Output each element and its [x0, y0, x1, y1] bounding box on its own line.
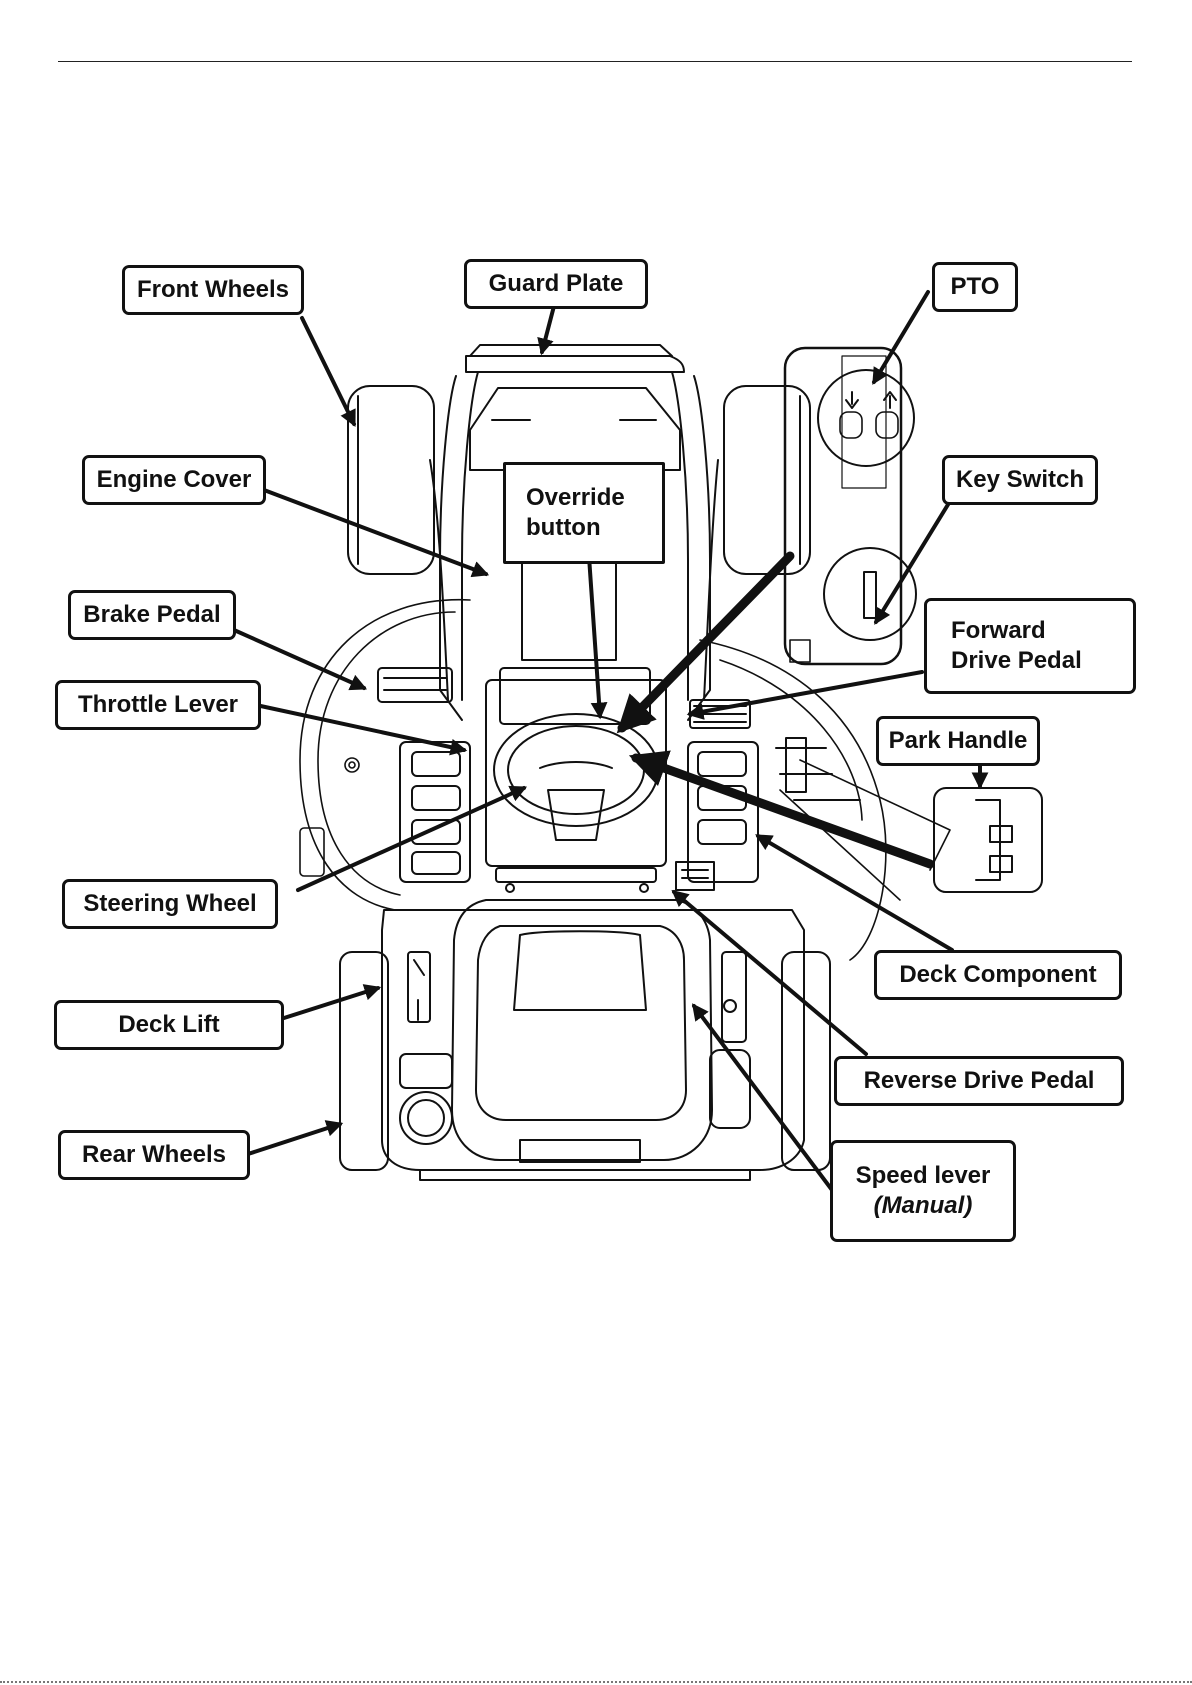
- bottom-rule: [0, 1681, 1192, 1683]
- label-speed-lever: Speed lever (Manual): [830, 1140, 1016, 1242]
- label-override-button: Override button: [503, 462, 665, 564]
- arrow-front-wheels: [302, 318, 354, 424]
- left-footrest-drawing: [378, 668, 470, 882]
- arrow-deck-lift: [284, 988, 378, 1018]
- label-throttle-lever: Throttle Lever: [55, 680, 261, 730]
- label-steering-wheel: Steering Wheel: [62, 879, 278, 929]
- label-brake-pedal: Brake Pedal: [68, 590, 236, 640]
- arrow-speed-lever: [694, 1006, 832, 1190]
- label-deck-component: Deck Component: [874, 950, 1122, 1000]
- mower-deck-drawing: [300, 600, 950, 960]
- arrow-override: [588, 542, 600, 716]
- label-engine-cover: Engine Cover: [82, 455, 266, 505]
- arrow-throttle-lever: [256, 705, 464, 750]
- label-guard-plate: Guard Plate: [464, 259, 648, 309]
- label-key-switch: Key Switch: [942, 455, 1098, 505]
- rear-wheels-drawing: [340, 952, 830, 1180]
- arrow-forward-pedal: [690, 672, 922, 714]
- label-rear-wheels: Rear Wheels: [58, 1130, 250, 1180]
- label-front-wheels: Front Wheels: [122, 265, 304, 315]
- label-forward-drive-pedal: Forward Drive Pedal: [924, 598, 1136, 694]
- pto-inset-panel: [785, 348, 916, 664]
- rear-body-drawing: [382, 900, 804, 1170]
- label-park-handle: Park Handle: [876, 716, 1040, 766]
- arrow-reverse-pedal: [674, 892, 866, 1054]
- label-deck-lift: Deck Lift: [54, 1000, 284, 1050]
- arrow-rear-wheels: [248, 1124, 340, 1154]
- arrow-engine-cover: [264, 490, 486, 574]
- arrow-deck-component: [758, 836, 952, 950]
- label-pto: PTO: [932, 262, 1018, 312]
- label-reverse-drive-pedal: Reverse Drive Pedal: [834, 1056, 1124, 1106]
- park-handle-inset: [934, 788, 1042, 892]
